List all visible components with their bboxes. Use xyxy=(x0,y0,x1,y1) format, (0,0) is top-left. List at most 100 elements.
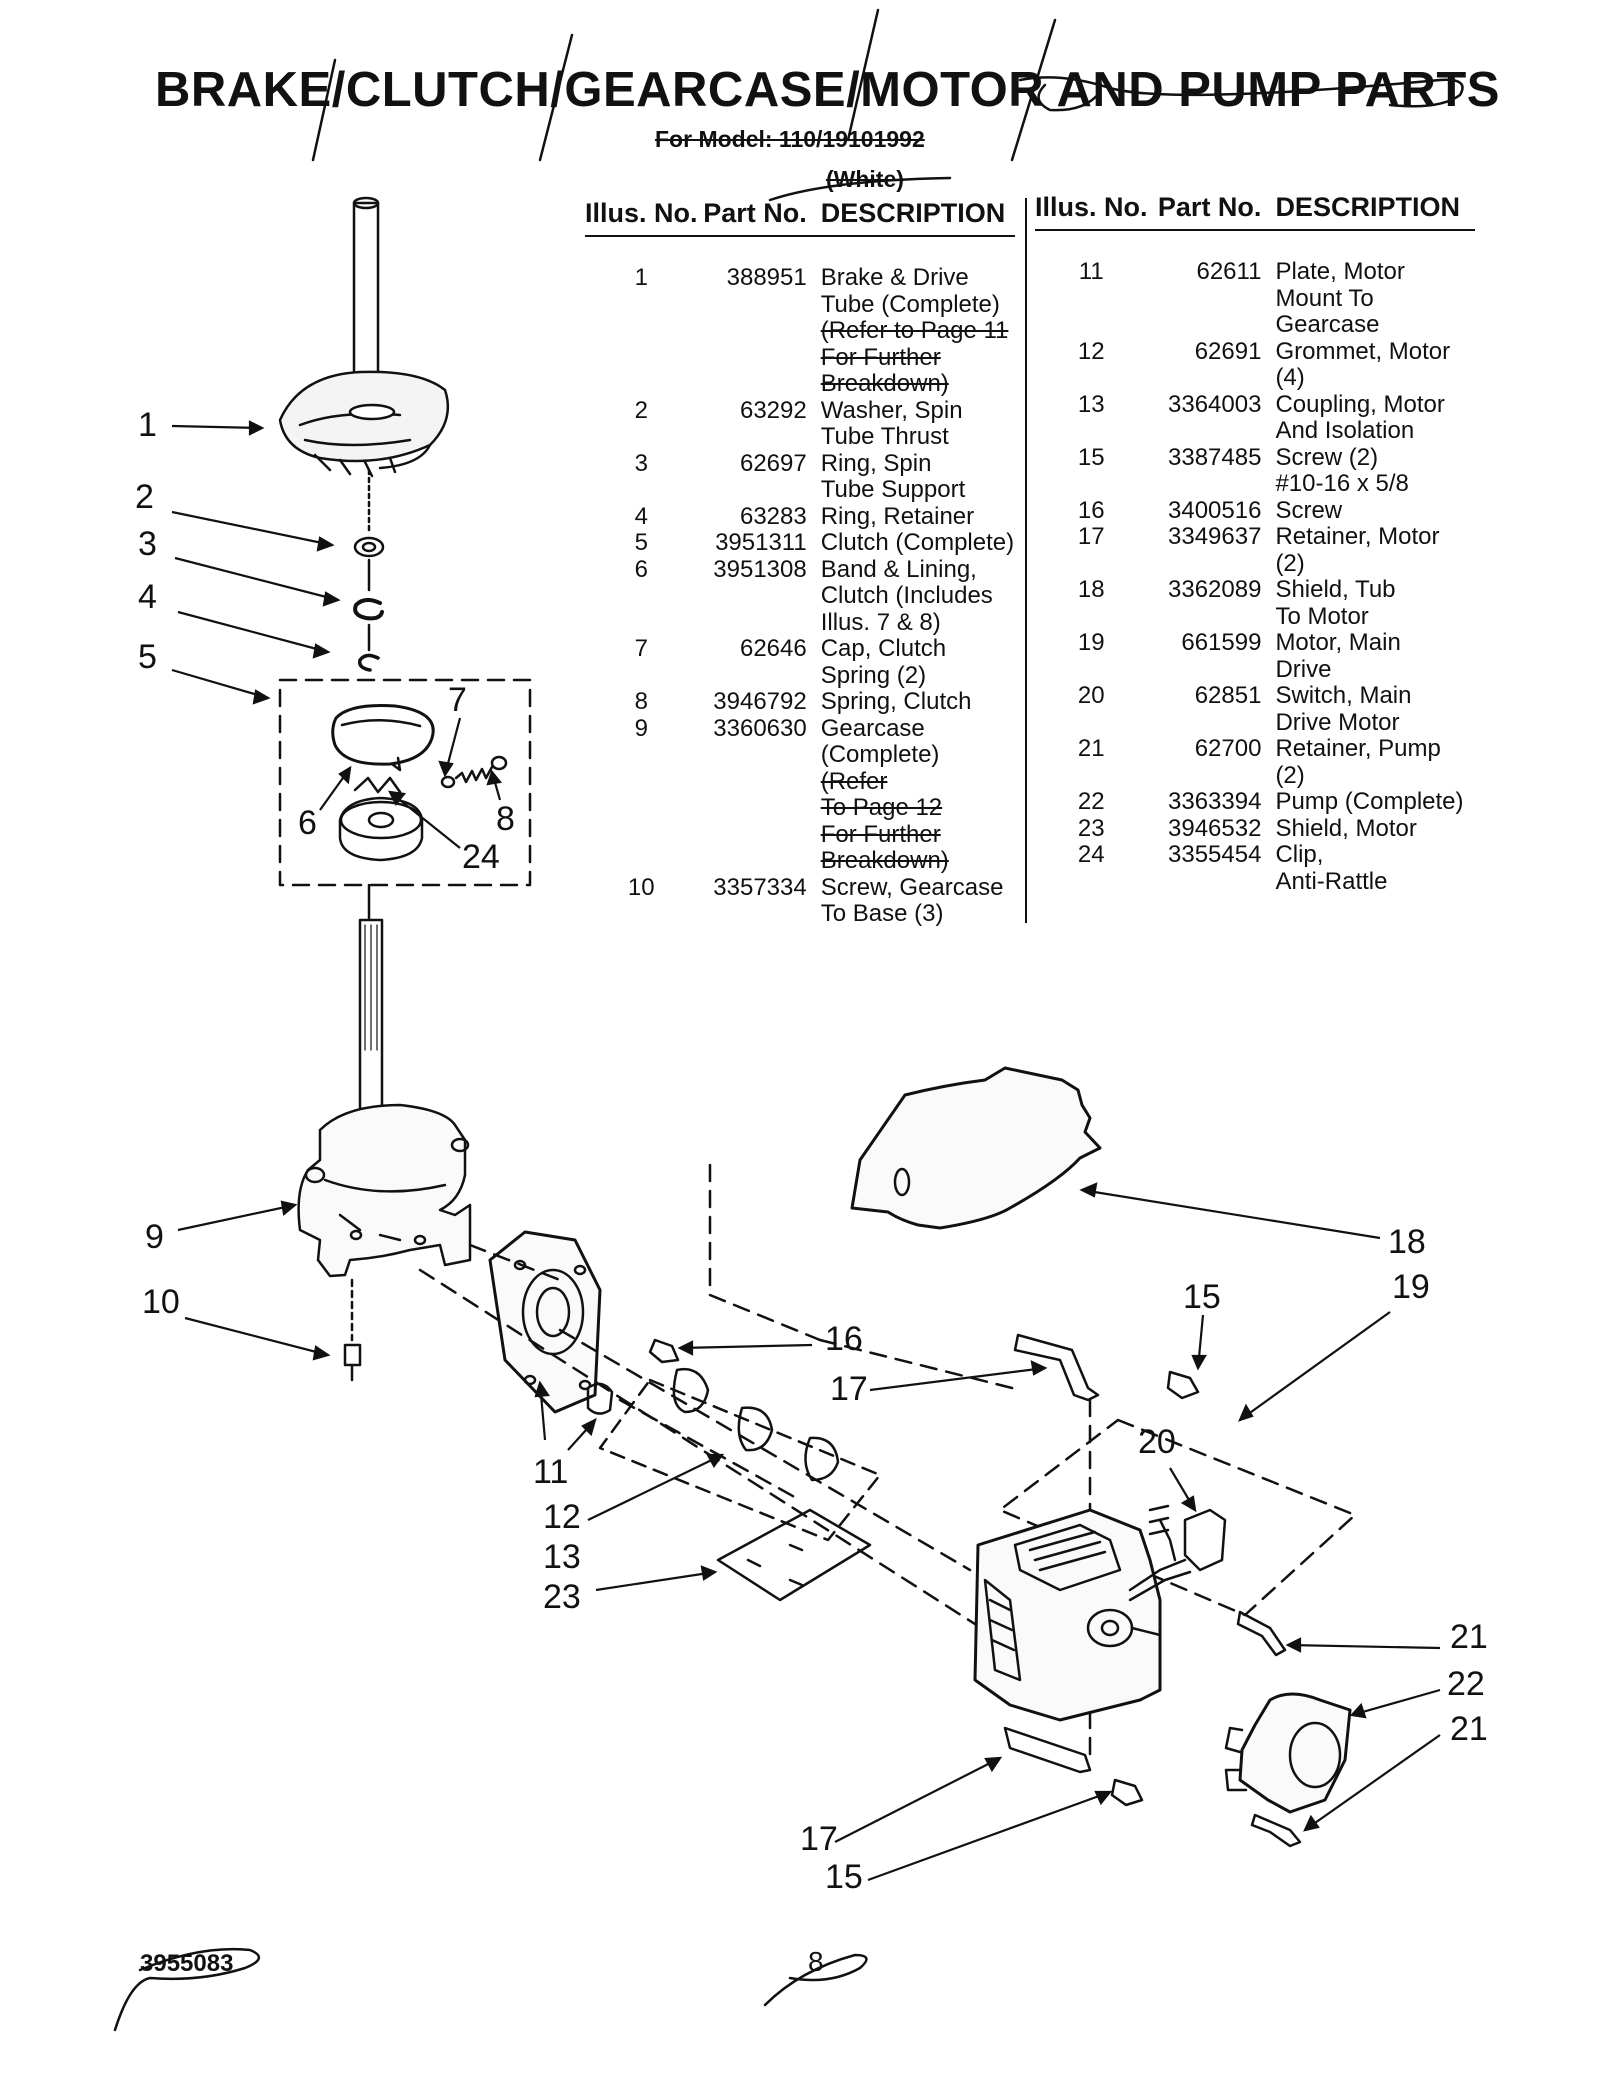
description-line: To Motor xyxy=(1275,602,1369,630)
struck-description-line: To Page 12 xyxy=(820,794,943,821)
callout-3: 3 xyxy=(138,525,157,563)
lower-screw-drawing xyxy=(1110,1778,1144,1807)
coupling-box xyxy=(598,1378,882,1542)
handwritten-stroke xyxy=(768,176,952,202)
description-line: Brake & Drive xyxy=(820,264,969,291)
struck-description-line: Breakdown) xyxy=(820,847,949,874)
callout-21-lower: 21 xyxy=(1450,1710,1488,1748)
part-number: 3364003 xyxy=(1168,390,1262,418)
callout-5: 5 xyxy=(138,638,157,676)
part-number: 3349637 xyxy=(1168,523,1262,550)
part-description: Spring, Clutch xyxy=(820,688,1015,716)
struck-description-line: (Refer xyxy=(820,767,888,795)
illus-number: 12 xyxy=(1077,337,1105,365)
clutch-assembly-box xyxy=(278,678,532,887)
illus-number: 1 xyxy=(634,264,648,291)
description-line: Retainer, Motor (2) xyxy=(1275,523,1440,577)
callout-9: 9 xyxy=(145,1218,164,1256)
description-line: Anti-Rattle xyxy=(1275,867,1388,895)
illus-number: 16 xyxy=(1077,496,1105,524)
part-description: Pump (Complete) xyxy=(1275,788,1475,816)
part-number: 62646 xyxy=(739,635,807,662)
table-row: 17 3349637 Retainer, Motor (2) xyxy=(1035,523,1475,577)
main-drive-motor-drawing xyxy=(973,1508,1192,1722)
part-number: 62700 xyxy=(1194,735,1262,762)
description-line: And Isolation xyxy=(1275,417,1415,444)
illus-number: 17 xyxy=(1077,523,1105,550)
description-line: (Complete) xyxy=(820,741,940,768)
callout-6: 6 xyxy=(298,804,317,842)
header-description: DESCRIPTION xyxy=(820,198,1006,228)
part-number: 62851 xyxy=(1194,682,1262,709)
illus-number: 21 xyxy=(1077,735,1105,762)
part-number: 62697 xyxy=(739,449,807,477)
part-number: 3387485 xyxy=(1168,443,1262,471)
screw-16-drawing xyxy=(648,1338,680,1364)
callout-7: 7 xyxy=(448,681,467,719)
description-line: Ring, Spin xyxy=(820,449,932,477)
description-line: Coupling, Motor xyxy=(1275,390,1445,418)
header-description: DESCRIPTION xyxy=(1275,192,1460,222)
brake-drive-tube-drawing xyxy=(278,196,450,478)
part-number: 3363394 xyxy=(1168,788,1262,815)
illus-number: 15 xyxy=(1077,443,1105,471)
struck-description-line: For Further xyxy=(820,343,941,371)
header-part-no: Part No. xyxy=(1157,192,1262,222)
description-line: Clip, xyxy=(1275,841,1324,868)
description-line: Tube Thrust xyxy=(820,423,949,450)
clutch-drawing xyxy=(331,704,508,922)
description-line: Cap, Clutch xyxy=(820,635,947,662)
illus-number: 19 xyxy=(1077,629,1105,656)
description-line: Spring (2) xyxy=(820,661,927,689)
illus-number: 9 xyxy=(634,714,648,742)
washer-ring-drawings xyxy=(353,468,385,672)
model-line: For Model: 110/19101992 xyxy=(655,126,925,152)
callout-20: 20 xyxy=(1138,1423,1176,1461)
table-row: 4 63283 Ring, Retainer xyxy=(585,502,1015,531)
illus-number: 4 xyxy=(634,502,648,530)
handwritten-loop xyxy=(763,1953,868,2007)
description-line: Spring, Clutch xyxy=(820,688,972,715)
description-line: Plate, Motor xyxy=(1275,258,1405,285)
page-number: 8 xyxy=(808,1946,824,1977)
handwritten-loop xyxy=(113,1947,260,2032)
part-description: Ring, Retainer xyxy=(821,503,1015,531)
callout-21-upper: 21 xyxy=(1450,1618,1488,1656)
part-number: 63283 xyxy=(739,502,807,530)
callout-16: 16 xyxy=(825,1320,863,1358)
part-description: Grommet, Motor (4) xyxy=(1275,338,1475,392)
description-line: Motor, Main xyxy=(1275,629,1401,656)
callout-17-lower: 17 xyxy=(800,1820,838,1858)
illus-number: 20 xyxy=(1077,682,1105,709)
part-number: 3360630 xyxy=(713,714,807,742)
callout-11: 11 xyxy=(533,1453,569,1491)
callout-8: 8 xyxy=(496,800,515,838)
screw-15-drawing xyxy=(1166,1370,1200,1400)
description-line: Mount To xyxy=(1275,284,1374,312)
description-line: Switch, Main xyxy=(1275,682,1412,709)
part-number: 3400516 xyxy=(1168,496,1262,524)
description-line: Washer, Spin xyxy=(820,396,963,424)
description-line: Illus. 7 & 8) xyxy=(820,608,941,636)
part-number: 3355454 xyxy=(1168,841,1262,868)
illus-number: 3 xyxy=(634,449,648,477)
illus-number: 18 xyxy=(1077,576,1105,603)
callout-15-lower: 15 xyxy=(825,1858,863,1896)
